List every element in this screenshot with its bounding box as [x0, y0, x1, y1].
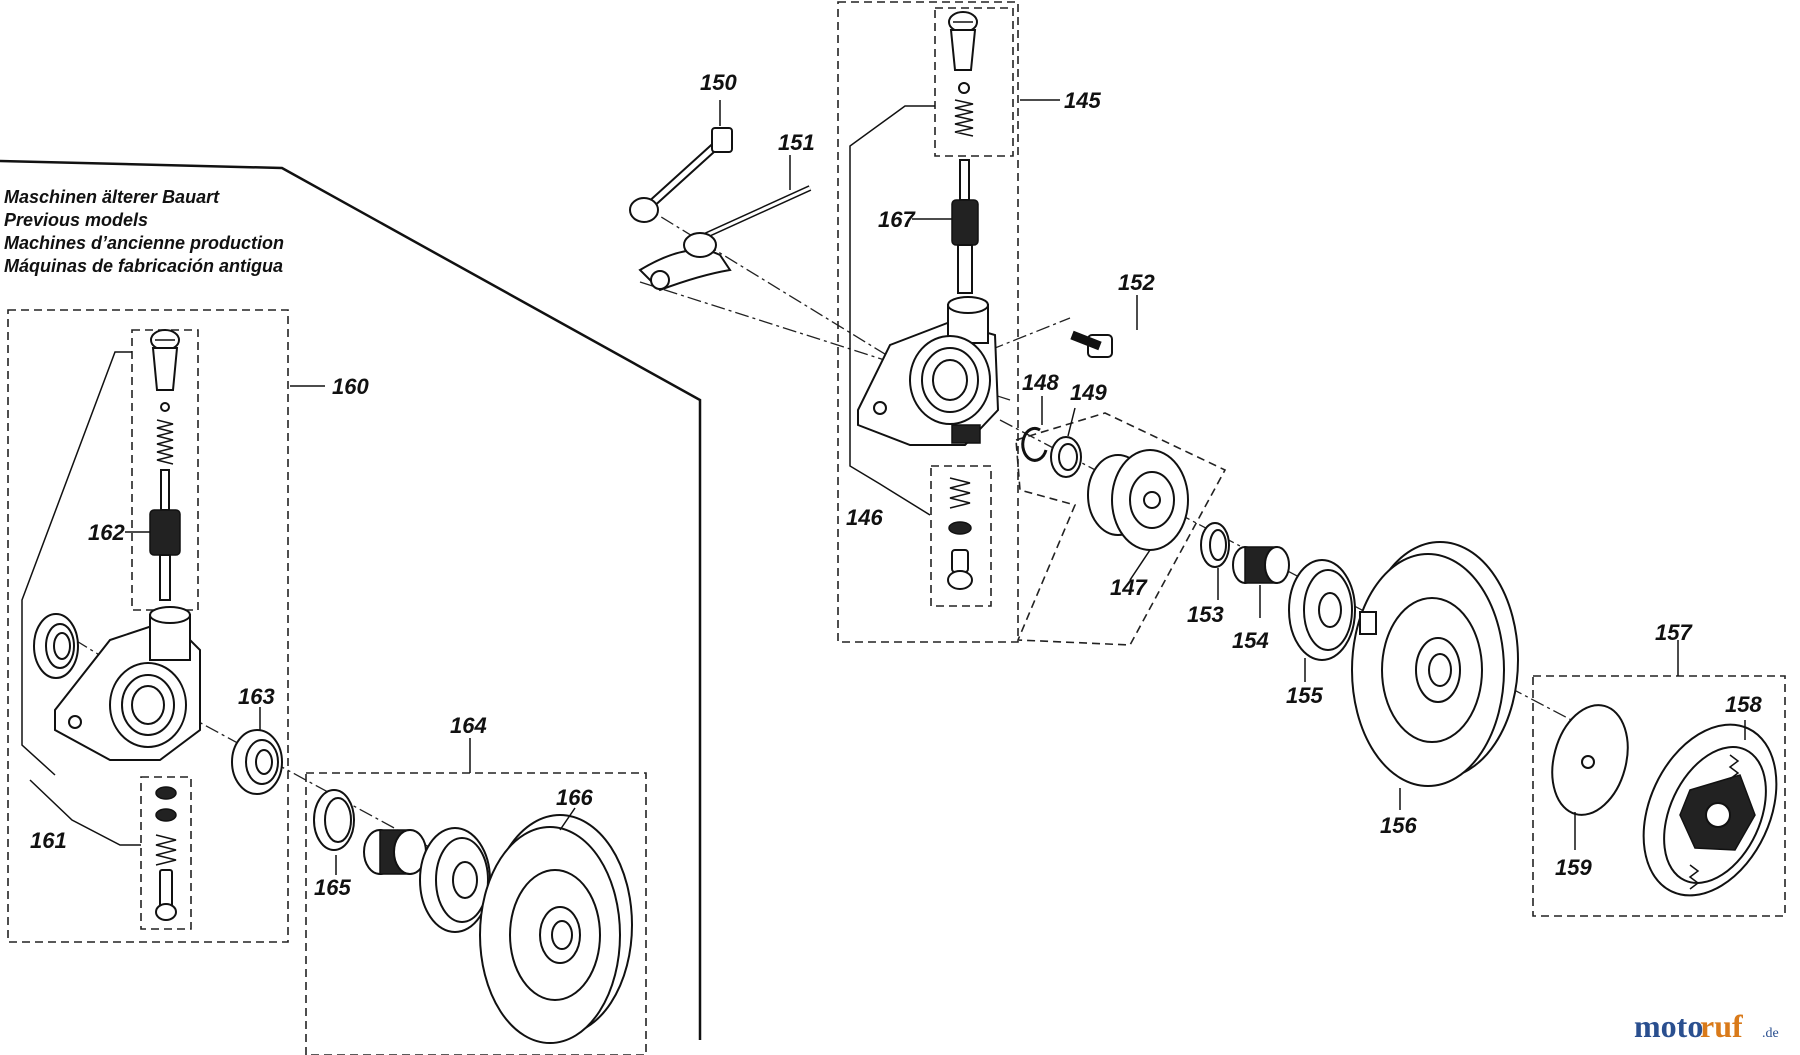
label-164: 164	[450, 713, 487, 738]
part-152-bolt	[1070, 330, 1113, 358]
group-box-164	[305, 772, 647, 1055]
part-157-clutch	[1642, 723, 1778, 897]
previous-models-note: Maschinen älterer Bauart Previous models…	[4, 187, 284, 276]
group-box-145	[837, 1, 1019, 643]
label-146: 146	[846, 505, 883, 530]
part-151-pin	[638, 185, 812, 292]
label-147: 147	[1110, 575, 1148, 600]
group-box-157	[1532, 675, 1786, 917]
note-line-es: Máquinas de fabricación antigua	[4, 256, 283, 276]
part-165-ring	[313, 789, 355, 851]
part-146-assembly	[947, 477, 973, 590]
part-166-clutch-drum	[479, 814, 633, 1044]
label-157: 157	[1655, 620, 1693, 645]
part-149-washer	[1050, 436, 1082, 478]
label-165: 165	[314, 875, 351, 900]
label-151: 151	[778, 130, 815, 155]
label-163: 163	[238, 684, 275, 709]
leader-lines	[21, 99, 1746, 875]
label-148: 148	[1022, 370, 1059, 395]
note-line-en: Previous models	[4, 210, 148, 230]
part-159-washer	[1551, 704, 1629, 816]
part-160-seal	[33, 613, 79, 679]
group-box-161	[140, 776, 192, 930]
part-155-rim-sprocket	[1288, 559, 1356, 661]
group-box-146	[930, 465, 992, 607]
label-159: 159	[1555, 855, 1592, 880]
part-161-assembly	[155, 786, 177, 921]
part-153-ring	[1200, 522, 1230, 568]
part-147-gear	[1087, 449, 1189, 551]
group-box-147	[1015, 412, 1227, 646]
label-167: 167	[878, 207, 916, 232]
note-line-fr: Machines d’ancienne production	[4, 233, 284, 253]
label-145: 145	[1064, 88, 1101, 113]
watermark-part2: ruf	[1700, 1008, 1743, 1044]
part-labels: 150 151 145 167 152 148 149 146 147 153 …	[30, 70, 1762, 900]
label-158: 158	[1725, 692, 1762, 717]
part-162-assembly	[149, 329, 181, 601]
part-148-clip	[1021, 426, 1048, 462]
label-152: 152	[1118, 270, 1155, 295]
label-149: 149	[1070, 380, 1107, 405]
axis-line-lower	[639, 281, 1011, 401]
group-box-167	[934, 7, 1014, 157]
axis-line-bolt	[989, 317, 1071, 351]
part-167-worm	[951, 159, 979, 294]
part-156-clutch-drum	[1351, 541, 1519, 787]
watermark-suffix: .de	[1762, 1026, 1779, 1041]
label-153: 153	[1187, 602, 1224, 627]
label-160: 160	[332, 374, 369, 399]
label-150: 150	[700, 70, 737, 95]
label-161: 161	[30, 828, 67, 853]
label-154: 154	[1232, 628, 1269, 653]
label-155: 155	[1286, 683, 1323, 708]
part-164-needle-bearing	[363, 829, 427, 875]
part-145-adjuster	[948, 11, 978, 137]
watermark-logo: moto ruf .de	[1634, 1008, 1779, 1044]
part-154-needle-bearing	[1232, 546, 1290, 584]
label-166: 166	[556, 785, 593, 810]
part-160-housing	[54, 606, 201, 761]
previous-models-separator	[0, 159, 702, 1040]
label-156: 156	[1380, 813, 1417, 838]
part-163-bearing	[231, 729, 283, 795]
watermark-part1: moto	[1634, 1008, 1703, 1044]
part-164-rim-sprocket	[419, 827, 491, 933]
label-162: 162	[88, 520, 125, 545]
note-line-de: Maschinen älterer Bauart	[4, 187, 220, 207]
part-145-pump-housing	[857, 296, 1000, 446]
part-150-lever	[629, 127, 733, 223]
group-box-160	[7, 309, 289, 943]
